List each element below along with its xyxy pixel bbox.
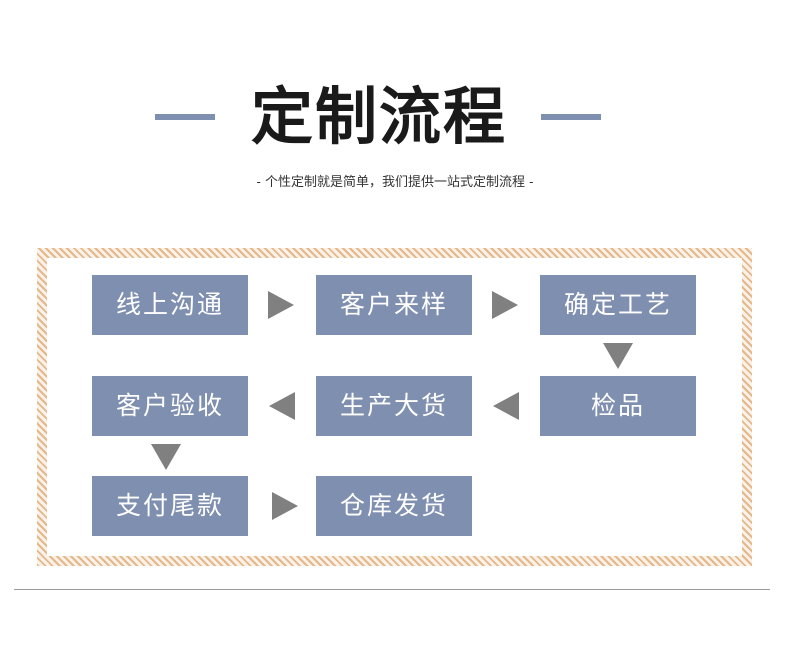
- arrow-right-icon: [492, 291, 518, 319]
- title-decoration-left: [155, 114, 215, 120]
- step-customer-acceptance: 客户验收: [92, 376, 248, 436]
- step-inspection: 检品: [540, 376, 696, 436]
- title-block: 定制流程: [0, 72, 790, 162]
- arrow-left-icon: [493, 392, 519, 420]
- step-warehouse-shipping: 仓库发货: [316, 476, 472, 536]
- step-final-payment: 支付尾款: [92, 476, 248, 536]
- page-title: 定制流程: [250, 80, 507, 153]
- process-frame: 线上沟通 客户来样 确定工艺 检品 生产大货 客户验收 支付尾款 仓库发货: [37, 248, 752, 566]
- bottom-divider: [14, 589, 770, 590]
- step-customer-sample: 客户来样: [316, 275, 472, 335]
- step-mass-production: 生产大货: [316, 376, 472, 436]
- step-online-communication: 线上沟通: [92, 275, 248, 335]
- arrow-right-icon: [272, 492, 298, 520]
- title-decoration-right: [541, 114, 601, 120]
- arrow-left-icon: [269, 392, 295, 420]
- step-confirm-craft: 确定工艺: [540, 275, 696, 335]
- arrow-down-icon: [603, 343, 633, 369]
- arrow-right-icon: [268, 291, 294, 319]
- arrow-down-icon: [151, 444, 181, 470]
- process-panel: 线上沟通 客户来样 确定工艺 检品 生产大货 客户验收 支付尾款 仓库发货: [47, 258, 742, 556]
- page-subtitle: - 个性定制就是简单，我们提供一站式定制流程 -: [256, 175, 534, 190]
